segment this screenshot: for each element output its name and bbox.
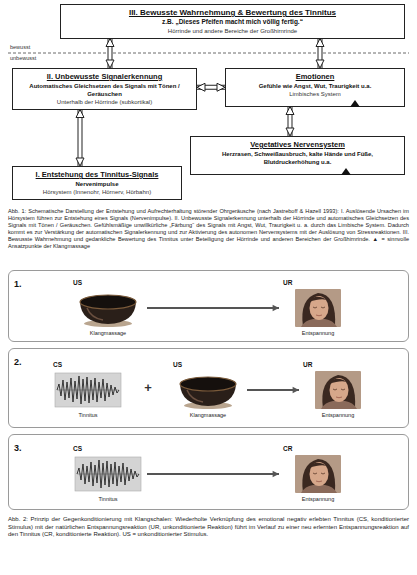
singing-bowl-picture (80, 295, 136, 327)
arrow-outline (108, 39, 113, 69)
arrow (147, 308, 279, 309)
label-holder: + (140, 381, 156, 394)
box-title: III. Bewusste Wahrnehmung & Bewertung de… (65, 8, 400, 18)
awareness-boundary (8, 53, 409, 54)
step-number: 1. (14, 279, 22, 289)
image-caption: Klangmassage (69, 329, 147, 337)
double-arrow (110, 39, 111, 69)
brain-region: Hörrinde und andere Bereiche der Großhir… (65, 27, 400, 35)
arrow-outline (288, 107, 293, 137)
response-tag: CR (279, 445, 357, 453)
double-arrow (290, 107, 291, 137)
emotion-box: EmotionenGefühle wie Angst, Wut, Traurig… (225, 68, 405, 107)
arrow-shaft (319, 39, 322, 69)
box-title: Emotionen (230, 72, 400, 82)
singing-bowl-image: US Klangmassage (169, 361, 247, 419)
arrow-outline (197, 85, 225, 90)
arrow-shaft (147, 307, 279, 309)
box-text: Automatisches Gleichsetzen des Signals m… (17, 82, 192, 98)
brain-region: Unterhalb der Hörrinde (subkortikal) (17, 98, 192, 106)
arrow-shaft (247, 389, 299, 391)
step-panel: 2. CS Tinnitus US Klangmassage UR Entspannung (8, 348, 409, 428)
arrow-outline (318, 39, 323, 69)
box-text: Nervenimpulse (17, 180, 177, 188)
step-panel: 3. CS Tinnitus CR Entspannung (8, 434, 409, 510)
stimulus-tag: US (169, 361, 247, 369)
image-caption: Klangmassage (169, 411, 247, 419)
step-number: 2. (14, 357, 22, 367)
double-arrow (197, 87, 225, 88)
brain-region: Hörsystem (Innenohr, Hörnerv, Hörbahn) (17, 188, 177, 196)
relaxed-face-image: CR Entspannung (279, 445, 357, 503)
label-holder: Abb. 1: Schematische Darstellung der Ent… (8, 208, 409, 250)
box-title: Vegetatives Nervensystem (195, 140, 400, 150)
relaxed-face-image: UR Entspannung (279, 279, 357, 337)
box-text: Gefühle wie Angst, Wut, Traurigkeit u.a. (230, 82, 400, 90)
plus-sign: + (140, 381, 156, 394)
stimulus-tag: CS (49, 361, 127, 369)
box-title: II. Unbewusste Signalerkennung (17, 72, 192, 82)
relaxed-face-picture (315, 371, 361, 409)
double-arrow (320, 39, 321, 69)
arrow-shaft (79, 110, 82, 167)
image-caption: Entspannung (299, 411, 377, 419)
arrow-shaft (289, 107, 292, 137)
figure-caption: Abb. 2: Prinzip der Gegenkonditionierung… (8, 516, 409, 539)
arrow (247, 390, 299, 391)
arrow-outline (78, 110, 83, 167)
image-caption: Tinnitus (69, 495, 147, 503)
triangle-symbol (341, 168, 351, 175)
step-panel: 1. US Klangmassage UR Entspannung (8, 270, 409, 342)
tinnitus-wave-image: CS Tinnitus (69, 445, 147, 503)
double-arrow (80, 110, 81, 167)
stage-box: III. Bewusste Wahrnehmung & Bewertung de… (60, 4, 405, 39)
arrow-shaft (147, 473, 279, 475)
relaxed-face-picture (295, 455, 341, 493)
intervention-marker (341, 168, 351, 175)
image-caption: Entspannung (279, 329, 357, 337)
image-caption: Entspannung (279, 495, 357, 503)
singing-bowl-image: US Klangmassage (69, 279, 147, 337)
image-caption: Tinnitus (49, 411, 127, 419)
caption-holder: Abb. 2: Prinzip der Gegenkonditionierung… (8, 516, 409, 539)
relaxed-face-picture (295, 289, 341, 327)
step-number: 3. (14, 443, 22, 453)
label-holder: unbewusst (10, 55, 70, 62)
box-title: I. Entstehung des Tinnitus-Signals (17, 170, 177, 180)
region-label: unbewusst (10, 55, 70, 62)
tinnitus-wave-image: CS Tinnitus (49, 361, 127, 419)
tinnitus-wave-picture (75, 457, 141, 491)
arrow-shaft (197, 86, 225, 89)
figure-caption: Abb. 1: Schematische Darstellung der Ent… (8, 208, 409, 250)
singing-bowl-picture (180, 377, 236, 409)
relaxed-face-image: UR Entspannung (299, 361, 377, 419)
tinnitus-wave-picture (55, 373, 121, 407)
triangle-symbol (350, 100, 360, 107)
stimulus-tag: CS (69, 445, 147, 453)
box-text: Herzrasen, Schweißausbruch, kalte Hände … (195, 150, 400, 166)
response-tag: UR (299, 361, 377, 369)
label-holder: bewusst (10, 44, 70, 51)
brain-region: Limbisches System (230, 90, 400, 98)
arrow-shaft (109, 39, 112, 69)
quote-text: z.B. „Dieses Pfeifen macht mich völlig f… (65, 18, 400, 27)
stage-box: I. Entstehung des Tinnitus-SignalsNerven… (12, 166, 182, 200)
region-label: bewusst (10, 44, 70, 51)
arrow (147, 474, 279, 475)
nervous-system-box: Vegetatives NervensystemHerzrasen, Schwe… (190, 136, 405, 175)
response-tag: UR (279, 279, 357, 287)
stimulus-tag: US (69, 279, 147, 287)
stage-box: II. Unbewusste SignalerkennungAutomatisc… (12, 68, 197, 110)
intervention-marker (350, 100, 360, 107)
